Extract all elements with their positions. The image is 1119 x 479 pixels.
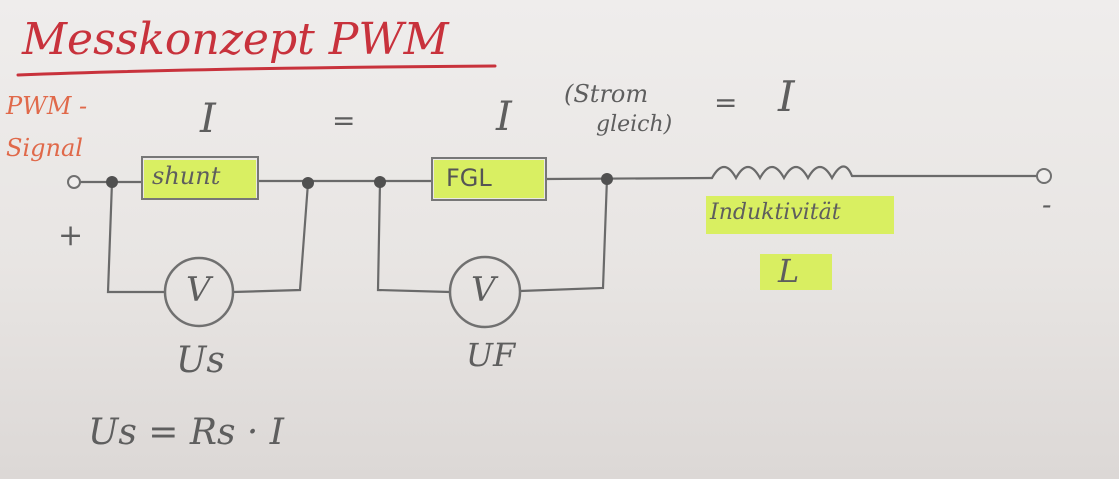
- inductance-label: Induktivität: [710, 200, 841, 225]
- fgl-resistor: [431, 157, 547, 201]
- wire-shunt-loop-right: [231, 181, 310, 294]
- junction-dot: [601, 173, 613, 185]
- shunt-label: shunt: [152, 162, 221, 190]
- current-label-mid: I: [496, 94, 512, 140]
- pwm-signal-label-line2: Signal: [6, 134, 83, 162]
- shunt-voltage-formula: Us = Rs · I: [88, 412, 284, 453]
- shunt-resistor: [141, 156, 259, 200]
- equals-sign-1: =: [332, 104, 356, 137]
- input-polarity-plus: +: [58, 218, 84, 253]
- voltmeter-fgl: [448, 255, 522, 329]
- wire-fgl-inductor: [544, 176, 714, 181]
- pwm-signal-label-line1: PWM -: [6, 92, 88, 120]
- page-title: Messkonzept PWM: [22, 14, 449, 65]
- voltmeter-fgl-symbol: V: [471, 270, 496, 310]
- inductor-coil: [710, 165, 854, 181]
- title-underline: [16, 64, 497, 77]
- current-label-right: I: [778, 72, 795, 121]
- voltmeter-shunt-symbol: V: [186, 270, 211, 310]
- junction-dot: [374, 176, 386, 188]
- output-polarity-minus: -: [1042, 188, 1052, 221]
- wire-fgl-loop-right: [518, 176, 609, 293]
- fgl-highlight: [434, 160, 544, 198]
- fgl-voltage-label: UF: [466, 336, 516, 374]
- input-terminal: [67, 175, 81, 189]
- current-label-left: I: [200, 96, 216, 142]
- inductor-symbol: L: [778, 252, 800, 290]
- shunt-highlight: [144, 160, 256, 198]
- note-current-equal-line1: (Strom: [564, 80, 649, 108]
- junction-dot: [106, 176, 118, 188]
- wire-shunt-loop: [106, 180, 167, 294]
- junction-dot: [302, 177, 314, 189]
- note-current-equal-line2: gleich): [596, 112, 673, 137]
- output-terminal: [1036, 168, 1052, 184]
- fgl-label: FGL: [446, 164, 492, 192]
- shunt-voltage-label: Us: [176, 340, 225, 381]
- equals-sign-2: =: [714, 86, 738, 119]
- voltmeter-shunt: [163, 256, 235, 328]
- inductance-highlight: [706, 196, 894, 234]
- inductor-symbol-highlight: [760, 254, 832, 290]
- wire-fgl-loop: [376, 180, 452, 294]
